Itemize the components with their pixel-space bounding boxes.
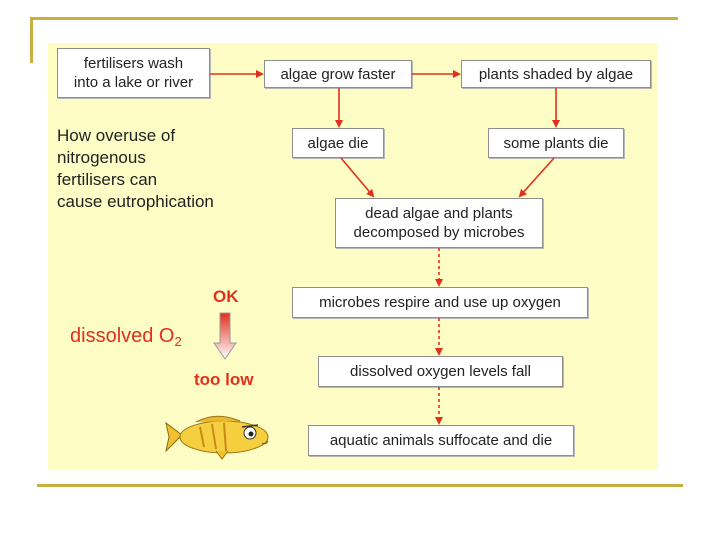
dissolved-oxygen-label: dissolved O2	[70, 325, 182, 349]
slide-frame-left-line	[30, 17, 33, 63]
slide-frame-top-line	[30, 17, 678, 20]
fish-illustration	[165, 415, 269, 460]
arrow-plants-die-to-decomposed	[518, 157, 555, 198]
node-fertilisers-wash: fertilisers wash into a lake or river	[57, 48, 210, 98]
slide-frame-bottom-line	[37, 484, 683, 487]
node-microbes-respire: microbes respire and use up oxygen	[292, 287, 588, 318]
oxygen-subscript: 2	[174, 334, 182, 349]
dissolved-oxygen-text: dissolved O	[70, 325, 175, 347]
node-algae-grow-faster: algae grow faster	[264, 60, 412, 88]
diagram-title: How overuse of nitrogenous fertilisers c…	[57, 126, 214, 211]
oxygen-ok-label: OK	[213, 287, 239, 306]
oxygen-decline-arrow	[213, 312, 237, 360]
node-decomposed: dead algae and plants decomposed by micr…	[335, 198, 543, 248]
node-oxygen-levels-fall: dissolved oxygen levels fall	[318, 356, 563, 387]
node-algae-die: algae die	[292, 128, 384, 158]
arrow-algae-die-to-decomposed	[340, 157, 375, 198]
oxygen-too-low-label: too low	[194, 370, 254, 389]
flow-arrows	[165, 70, 560, 460]
node-animals-suffocate: aquatic animals suffocate and die	[308, 425, 574, 456]
eutrophication-diagram-panel: How overuse of nitrogenous fertilisers c…	[48, 43, 658, 470]
node-plants-shaded: plants shaded by algae	[461, 60, 651, 88]
node-some-plants-die: some plants die	[488, 128, 624, 158]
